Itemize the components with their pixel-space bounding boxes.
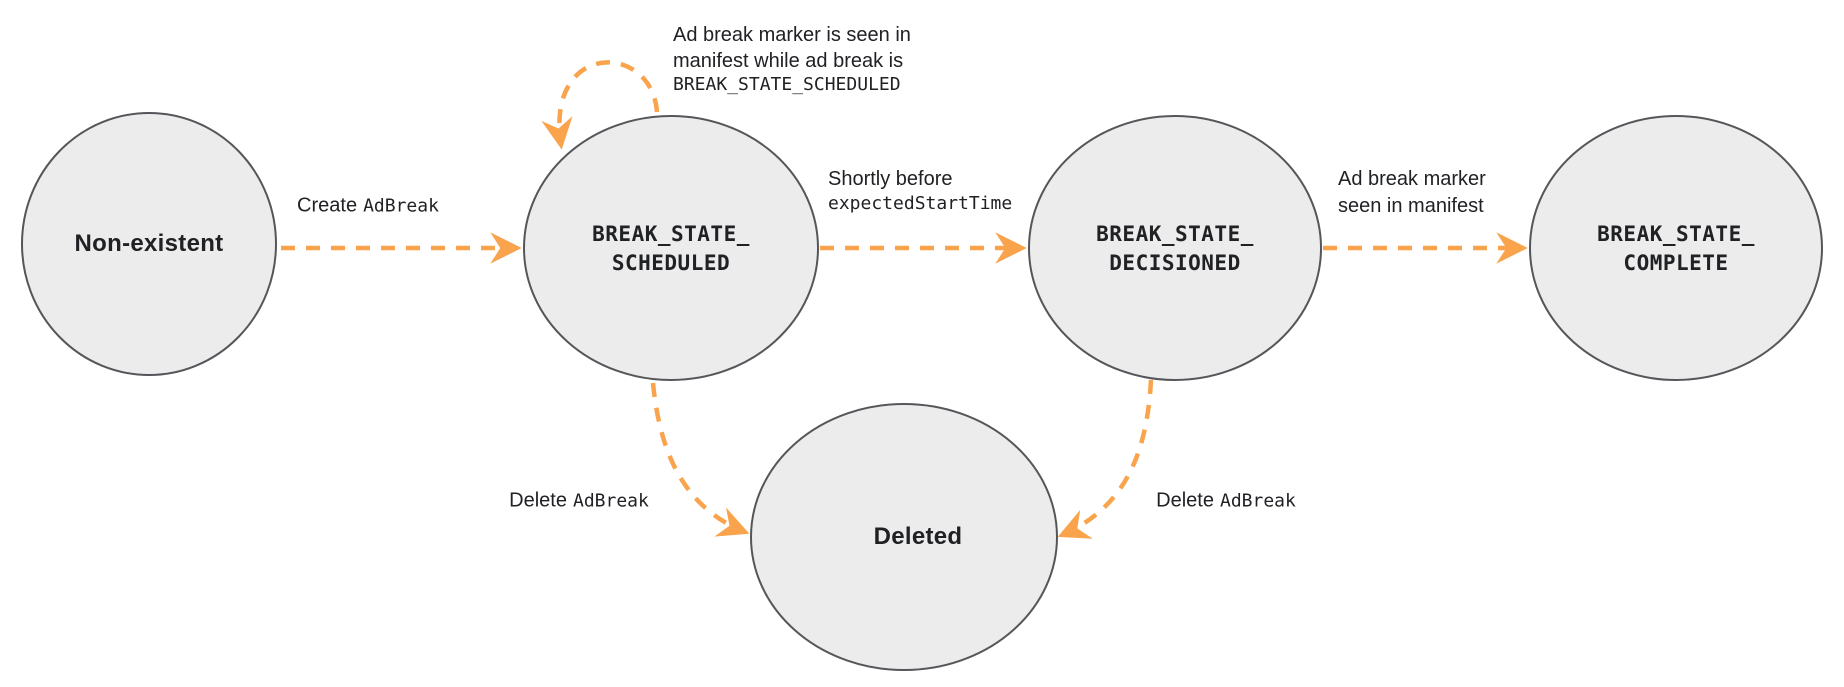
edge-label-text: Delete	[509, 489, 567, 512]
edge-scheduled-self-loop-label: Ad break marker is seen in manifest whil…	[673, 22, 911, 95]
edge-scheduled-self-loop-arrow	[541, 60, 660, 150]
node-non-existent-circle	[21, 112, 277, 376]
edge-label-line: Shortly before	[828, 168, 953, 190]
edge-label-line: seen in manifest	[1338, 195, 1484, 217]
node-label-line: BREAK_STATE_	[1597, 222, 1755, 246]
node-label-line: COMPLETE	[1623, 251, 1729, 275]
node-break-state-scheduled-label: BREAK_STATE_ SCHEDULED	[592, 220, 750, 278]
edge-label-text: Create	[297, 194, 358, 217]
node-break-state-complete-circle	[1529, 115, 1823, 381]
edge-label-line: Ad break marker is seen in	[673, 24, 911, 46]
edge-shortly-before-label: Shortly before expectedStartTime	[828, 166, 1012, 214]
node-label-line: BREAK_STATE_	[1096, 222, 1254, 246]
node-deleted-label: Deleted	[874, 523, 963, 551]
edge-delete-from-decisioned-arrow	[1057, 379, 1154, 539]
edge-label-code: expectedStartTime	[828, 193, 1013, 214]
node-break-state-decisioned-circle	[1028, 115, 1322, 381]
node-label-line: DECISIONED	[1109, 251, 1241, 275]
edge-delete-from-scheduled-arrow	[650, 382, 750, 537]
node-deleted-circle	[750, 403, 1058, 671]
edge-label-line: manifest while ad break is	[673, 50, 904, 72]
edge-label-code: AdBreak	[1219, 490, 1296, 512]
edge-label-code: BREAK_STATE_SCHEDULED	[673, 74, 901, 95]
node-break-state-complete-label: BREAK_STATE_ COMPLETE	[1597, 220, 1755, 278]
node-label-line: BREAK_STATE_	[592, 222, 750, 246]
edge-label-line: Ad break marker	[1338, 168, 1486, 190]
edge-label-code: AdBreak	[572, 490, 649, 512]
node-label-text: Non-existent	[74, 230, 224, 257]
edge-label-text: Delete	[1156, 489, 1214, 512]
edge-marker-seen-label: Ad break marker seen in manifest	[1338, 166, 1486, 220]
node-break-state-decisioned-label: BREAK_STATE_ DECISIONED	[1096, 220, 1254, 278]
node-label-text: Deleted	[873, 523, 963, 550]
node-non-existent-label: Non-existent	[75, 230, 224, 258]
node-break-state-scheduled-circle	[523, 115, 819, 381]
edge-label-code: AdBreak	[363, 195, 439, 217]
node-label-line: SCHEDULED	[611, 251, 731, 275]
